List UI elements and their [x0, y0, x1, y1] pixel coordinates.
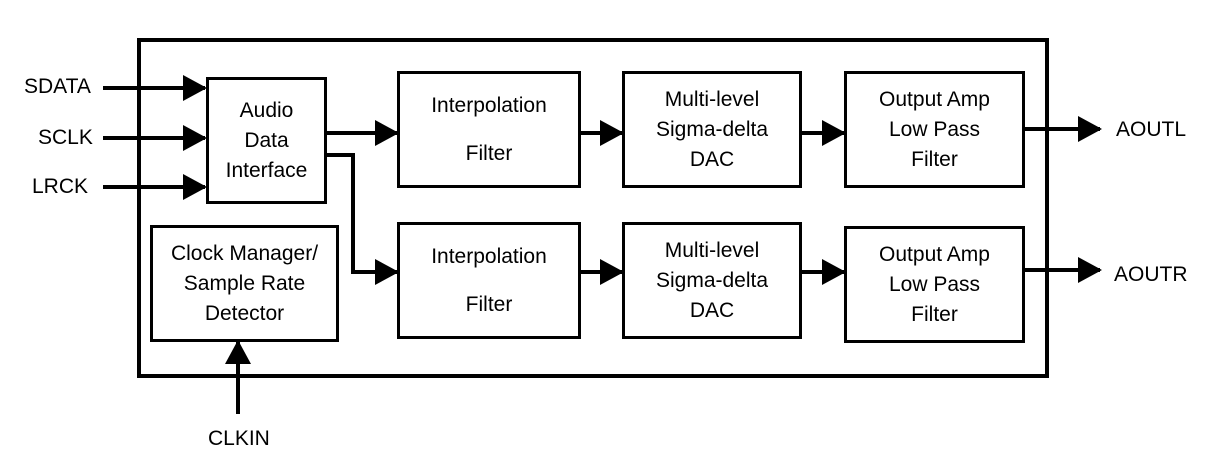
output-amp-bottom-block: Output Amp Low Pass Filter	[844, 226, 1025, 343]
block-line: Audio	[239, 98, 294, 122]
aoutl-label: AOUTL	[1116, 118, 1187, 141]
interface-to-interp-bottom-arrow	[326, 153, 399, 285]
block-line: Filter	[465, 292, 513, 316]
block-line: Output Amp	[879, 242, 990, 266]
audio-data-interface-block: Audio Data Interface	[206, 77, 327, 204]
interpolation-filter-top-block: Interpolation Filter	[397, 71, 581, 188]
aoutr-label: AOUTR	[1114, 263, 1188, 286]
block-line: Low Pass	[888, 117, 981, 141]
lrck-label: LRCK	[32, 175, 89, 198]
block-line: Detector	[204, 301, 285, 325]
sclk-label: SCLK	[38, 126, 93, 149]
sigma-delta-dac-bottom-block: Multi-level Sigma-delta DAC	[622, 222, 802, 339]
clkin-label: CLKIN	[208, 427, 270, 450]
block-line: Multi-level	[664, 87, 760, 111]
block-line: Sample Rate	[183, 271, 306, 295]
block-line: Output Amp	[879, 87, 990, 111]
block-line: Low Pass	[888, 272, 981, 296]
clock-manager-block: Clock Manager/ Sample Rate Detector	[150, 225, 339, 342]
block-line: DAC	[689, 147, 735, 171]
block-line: Interpolation	[431, 244, 547, 268]
sigma-delta-dac-top-block: Multi-level Sigma-delta DAC	[622, 71, 802, 188]
block-line: Filter	[911, 302, 958, 326]
block-line: Data	[244, 128, 289, 152]
block-line: Sigma-delta	[655, 117, 769, 141]
block-line: Clock Manager/	[170, 241, 319, 265]
block-line: Interpolation	[431, 93, 547, 117]
block-line: Interface	[225, 158, 308, 182]
block-line: Sigma-delta	[655, 268, 769, 292]
interpolation-filter-bottom-block: Interpolation Filter	[397, 222, 581, 339]
block-line: Multi-level	[664, 238, 760, 262]
output-amp-top-block: Output Amp Low Pass Filter	[844, 71, 1025, 188]
sdata-label: SDATA	[24, 75, 91, 98]
block-line: Filter	[911, 147, 958, 171]
block-line: DAC	[689, 298, 735, 322]
block-line: Filter	[465, 141, 513, 165]
chip-outline	[137, 38, 1049, 378]
